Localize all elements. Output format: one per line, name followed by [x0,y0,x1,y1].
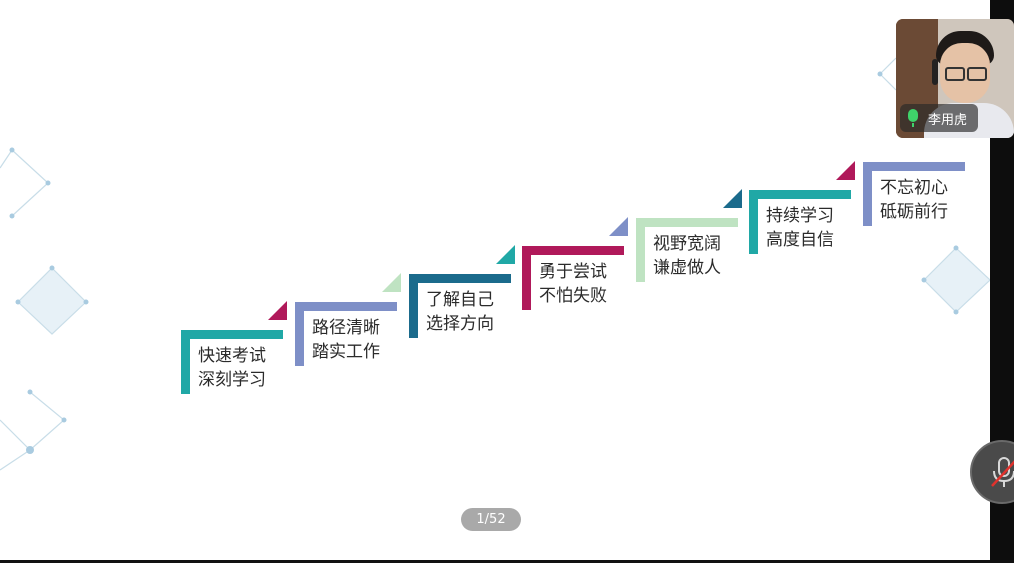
step-text-line2: 谦虚做人 [653,258,721,278]
stair-step-6: 持续学习 高度自信 [749,161,859,254]
step-bar [636,218,645,282]
participant-name: 李用虎 [928,113,968,128]
microphone-icon [908,109,918,122]
step-bar [863,162,965,171]
video-person-glasses [945,67,965,81]
page-indicator: 1/52 [461,508,521,531]
step-text-line1: 不忘初心 [880,178,948,198]
step-text-line1: 勇于尝试 [539,262,607,282]
decorative-diamond-pattern [0,57,990,471]
video-person-face [940,43,990,103]
step-bar [181,330,283,339]
step-text-line2: 砥砺前行 [880,202,948,222]
step-bar [295,302,304,366]
step-bar [409,274,511,283]
stair-step-2: 路径清晰 踏实工作 [295,273,405,366]
step-text-line1: 路径清晰 [312,318,380,338]
participant-name-tag: 李用虎 [900,104,978,132]
step-accent-triangle [723,189,742,208]
step-bar [749,190,851,199]
microphone-icon [912,123,914,127]
step-text-line2: 不怕失败 [539,286,607,306]
step-bar [749,190,758,254]
step-accent-triangle [496,245,515,264]
step-bar [409,274,418,338]
mute-microphone-button[interactable] [970,440,1014,504]
step-accent-triangle [836,161,855,180]
step-text-line2: 高度自信 [766,230,834,250]
stair-step-5: 视野宽阔 谦虚做人 [636,189,746,282]
step-bar [181,330,190,394]
step-text-line1: 持续学习 [766,206,834,226]
step-bar [863,162,872,226]
stair-step-1: 快速考试 深刻学习 [181,301,291,394]
video-person-headset [932,59,938,85]
stair-step-3: 了解自己 选择方向 [409,245,519,338]
step-bar [522,246,624,255]
step-text-line1: 了解自己 [426,290,494,310]
step-text-line2: 踏实工作 [312,342,380,362]
step-text-line2: 深刻学习 [198,370,266,390]
microphone-muted-icon [991,457,1014,487]
stair-step-7: 不忘初心 砥砺前行 [863,162,973,226]
step-text-line1: 快速考试 [198,346,266,366]
step-bar [636,218,738,227]
video-person-glasses [967,67,987,81]
step-text-line2: 选择方向 [426,314,494,334]
step-accent-triangle [382,273,401,292]
stair-step-4: 勇于尝试 不怕失败 [522,217,632,310]
step-accent-triangle [609,217,628,236]
step-bar [522,246,531,310]
step-accent-triangle [268,301,287,320]
step-bar [295,302,397,311]
step-text-line1: 视野宽阔 [653,234,721,254]
presentation-slide: 快速考试 深刻学习 路径清晰 踏实工作 了解自己 选择方向 勇于尝试 不怕失败 [0,57,990,531]
bottom-border [0,560,1014,563]
